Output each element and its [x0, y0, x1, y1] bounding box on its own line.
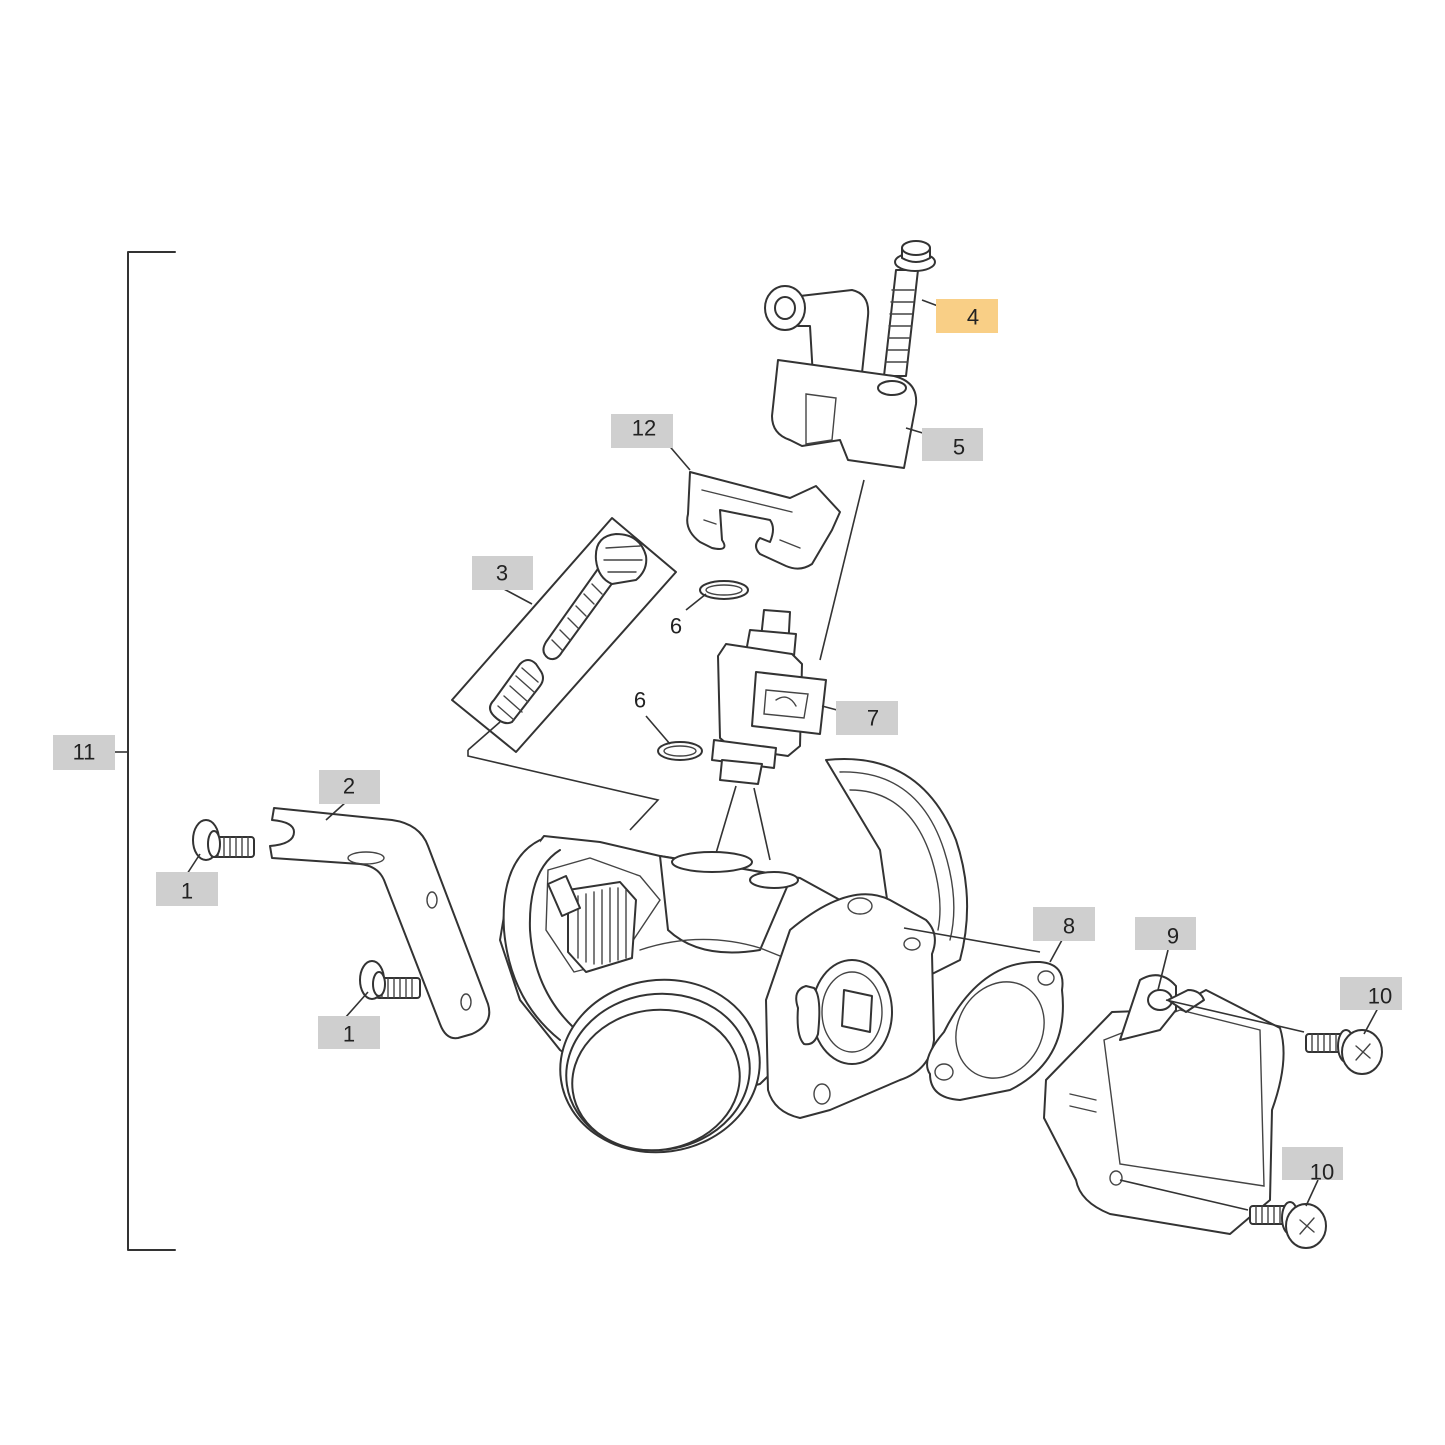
callout-10-upper[interactable]: 10 [1340, 977, 1402, 1010]
svg-text:1: 1 [343, 1022, 355, 1047]
label-6-lower[interactable]: 6 [634, 688, 646, 713]
callout-8[interactable]: 8 [1033, 907, 1095, 941]
idle-screw-kit [451, 517, 677, 831]
svg-text:9: 9 [1167, 924, 1179, 949]
svg-text:1: 1 [181, 879, 193, 904]
gasket [926, 960, 1064, 1101]
callout-2[interactable]: 2 [319, 770, 380, 804]
callout-3[interactable]: 3 [472, 556, 533, 590]
callout-1-lower[interactable]: 1 [318, 1016, 380, 1049]
svg-text:12: 12 [632, 416, 656, 441]
svg-text:7: 7 [867, 706, 879, 731]
callout-7[interactable]: 7 [836, 701, 898, 735]
svg-text:5: 5 [953, 435, 965, 460]
svg-text:8: 8 [1063, 914, 1075, 939]
cap-fitting [764, 285, 918, 661]
callout-5[interactable]: 5 [922, 428, 983, 461]
label-6-upper[interactable]: 6 [670, 614, 682, 639]
clip-bracket [686, 471, 841, 570]
callout-10-lower[interactable]: 10 [1282, 1147, 1343, 1185]
svg-text:10: 10 [1368, 984, 1392, 1009]
svg-text:3: 3 [496, 561, 508, 586]
throttle-position-sensor [1043, 974, 1305, 1235]
bracket-plate [269, 807, 491, 1040]
screw-4 [883, 240, 936, 377]
callout-9[interactable]: 9 [1135, 917, 1196, 950]
callout-11[interactable]: 11 [53, 735, 115, 770]
screw-10-lower [1249, 1201, 1327, 1249]
screw-10-upper [1305, 1029, 1383, 1075]
fuel-injector [711, 609, 827, 861]
svg-text:11: 11 [73, 740, 96, 765]
screw-1-lower [359, 960, 421, 1000]
callout-12[interactable]: 12 [611, 414, 673, 448]
svg-text:4: 4 [967, 305, 979, 330]
callout-1-upper[interactable]: 1 [156, 872, 218, 906]
throttle-body [499, 758, 1041, 1154]
o-ring-lower [657, 741, 703, 761]
assembly-bracket [112, 251, 176, 1251]
o-ring-upper [699, 580, 749, 600]
svg-text:10: 10 [1310, 1160, 1334, 1185]
svg-text:2: 2 [343, 774, 355, 799]
screw-1-upper [192, 819, 255, 861]
callout-4-highlighted[interactable]: 4 [936, 299, 998, 333]
